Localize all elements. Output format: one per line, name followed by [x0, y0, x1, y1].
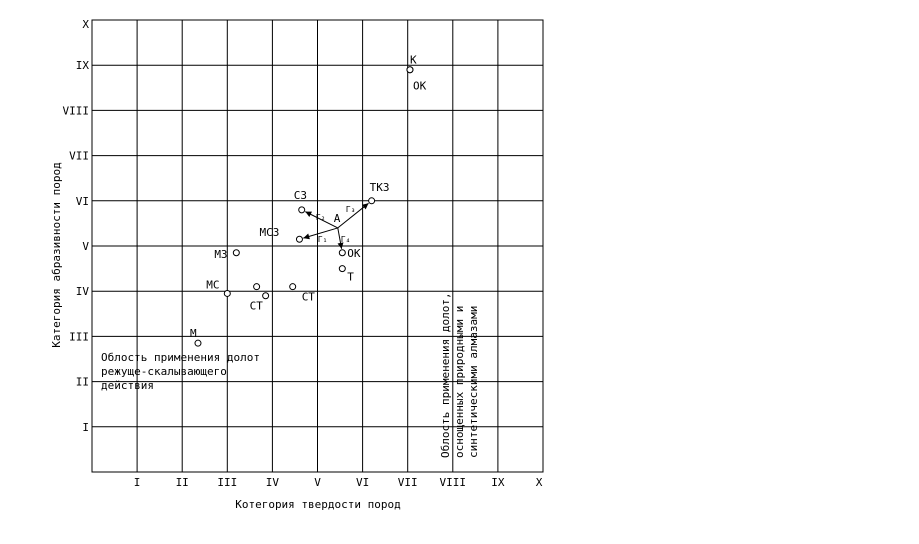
y-tick-label: VI	[76, 195, 89, 208]
arrow-line	[305, 211, 339, 229]
arrow-head	[305, 211, 312, 218]
x-axis-label: Котегория твердости пород	[235, 498, 401, 511]
arrow-head	[361, 203, 369, 210]
y-tick-label: VIII	[63, 104, 90, 117]
arrows: A Г₁ Г₂ Г₃ Г₄	[303, 202, 369, 249]
y-tick-label: II	[76, 376, 89, 389]
chart-grid	[91, 19, 544, 473]
y-tick-label: VII	[69, 150, 89, 163]
x-tick-label: VII	[398, 476, 418, 489]
arrow-label: Г₁	[318, 235, 328, 244]
data-point	[194, 339, 202, 347]
data-point	[406, 66, 414, 74]
point-label: MC	[206, 278, 219, 291]
svg-text:режуще-скалывающего: режуще-скалывающего	[101, 365, 227, 378]
point-label: M3	[214, 248, 227, 261]
svg-text:Облость применения долот: Облость применения долот	[101, 351, 260, 364]
data-point	[262, 292, 270, 300]
point-label: K	[410, 54, 417, 67]
point-label: OK	[413, 80, 427, 93]
x-tick-label: I	[134, 476, 141, 489]
x-tick-label: II	[176, 476, 189, 489]
data-point	[223, 289, 231, 297]
y-tick-label: III	[69, 330, 89, 343]
arrow-head	[303, 233, 310, 240]
data-point	[295, 235, 303, 243]
arrow-label: Г₄	[341, 235, 351, 244]
x-tick-label: X	[536, 476, 543, 489]
y-tick-label: X	[82, 18, 89, 31]
data-point	[298, 206, 306, 214]
arrow-label: Г₃	[346, 205, 356, 214]
point-label: T	[347, 271, 354, 284]
svg-text:действия: действия	[101, 379, 154, 392]
arrow-label: Г₂	[316, 213, 326, 222]
data-point	[232, 249, 240, 257]
point-label: OK	[347, 247, 361, 260]
data-points	[194, 66, 414, 347]
data-point	[338, 265, 346, 273]
point-label: M	[190, 327, 197, 340]
y-tick-label: I	[82, 421, 89, 434]
data-point	[289, 283, 297, 291]
point-label: MC3	[259, 226, 279, 239]
x-tick-label: VIII	[440, 476, 467, 489]
x-tick-label: IX	[491, 476, 505, 489]
y-axis-label: Категория абразивности пород	[50, 162, 63, 348]
x-tick-label: IV	[266, 476, 280, 489]
x-tick-label: V	[314, 476, 321, 489]
data-point	[368, 197, 376, 205]
x-tick-label: VI	[356, 476, 369, 489]
data-point	[253, 283, 261, 291]
diamond-region-annotation: Облость применения долот, оснощенных при…	[439, 292, 480, 458]
point-label: TK3	[370, 181, 390, 194]
y-tick-label: IV	[76, 285, 90, 298]
arrow-line	[337, 202, 369, 229]
cutting-region-annotation: Облость применения долот режуще-скалываю…	[101, 351, 260, 392]
y-tick-label: IX	[76, 59, 90, 72]
point-label: C3	[294, 189, 307, 202]
svg-text:оснощенных природными и: оснощенных природными и	[453, 306, 466, 458]
y-tick-label: V	[82, 240, 89, 253]
point-label: CT	[250, 300, 264, 313]
x-tick-label: III	[217, 476, 237, 489]
hub-label: A	[334, 212, 341, 225]
point-label: CT	[302, 291, 316, 304]
arrow-head	[337, 242, 344, 249]
data-point	[338, 249, 346, 257]
svg-text:Облость применения долот,: Облость применения долот,	[439, 292, 452, 458]
svg-text:синтетическими алмазами: синтетическими алмазами	[467, 306, 480, 458]
